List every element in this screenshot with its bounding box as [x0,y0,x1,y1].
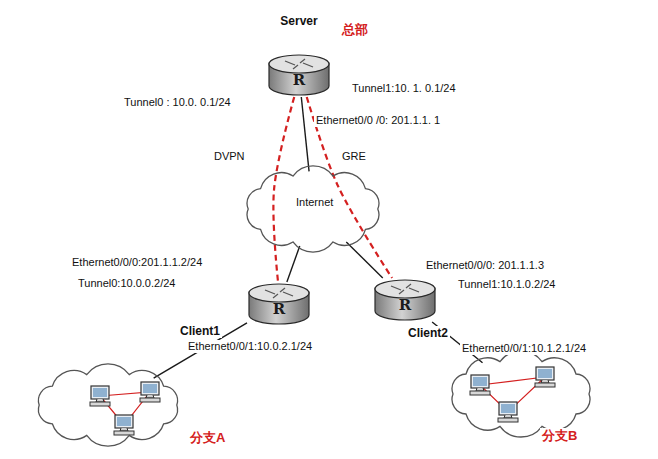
router-client2: Client2R [374,279,436,321]
router-glyph: R [399,296,411,314]
interface-label: Tunnel0 : 10.0. 0.1/24 [122,96,233,109]
branch-b-cloud: 分支B [436,344,606,444]
interface-label: Tunnel0:10.0.0.2/24 [76,277,177,290]
cloud-label: 分支A [188,430,227,446]
cloud-outline [436,344,606,444]
branch-a-cloud: 分支A [22,358,194,452]
tunnel-label: GRE [340,150,368,163]
interface-label: Tunnel1:10.1.0.2/24 [456,278,557,291]
link-line [346,242,382,278]
cloud-label: 分支B [540,428,579,444]
device-name: Client2 [406,326,450,340]
lan-b [470,367,555,422]
device-name: Client1 [178,324,222,338]
cloud-label: Internet [294,196,335,209]
router-server: ServerR [268,54,330,96]
device-name: Server [278,14,319,28]
interface-label: Ethernet0/0/0: 201.1.1.3 [424,259,546,272]
interface-label: Ethernet0/0/1:10.0.2.1/24 [186,340,314,353]
link-line [301,97,309,171]
link-line [287,246,300,282]
tunnel-label: DVPN [212,150,247,163]
tunnel-path [273,97,294,282]
router-glyph: R [273,300,285,318]
interface-label: Ethernet0/0/0:201.1.1.2/24 [70,256,204,269]
lan-a [90,382,160,435]
internet-cloud: Internet [232,158,394,260]
router-glyph: R [293,71,305,89]
interface-label: Ethernet0/0/1:10.1.2.1/24 [460,342,588,355]
site-tag: 总部 [340,22,370,38]
router-client1: Client1R [248,283,310,325]
cloud-outline [22,358,194,452]
interface-label: Ethernet0/0 /0: 201.1.1. 1 [314,114,442,127]
interface-label: Tunnel1:10. 1. 0.1/24 [350,82,458,95]
